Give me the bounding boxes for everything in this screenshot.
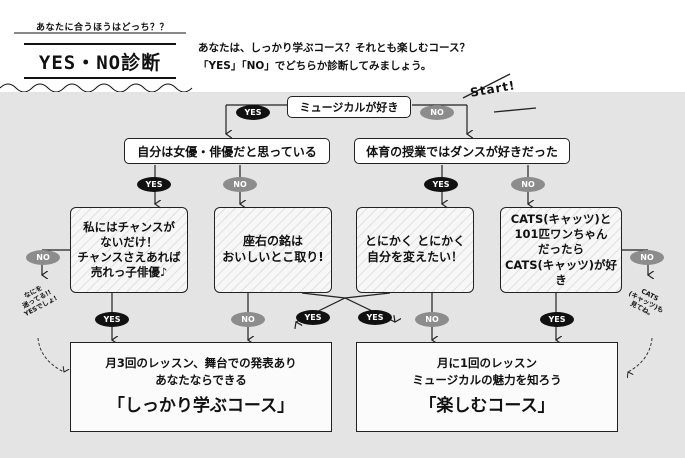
no-label-b3: NO — [415, 312, 449, 327]
box-cats-line: CATS(キャッツ)が好き — [504, 257, 618, 287]
result-fun-course: 月に1回のレッスン ミュージカルの魅力を知ろう 「楽しむコース」 — [356, 342, 618, 432]
box-cats-line: だったら — [538, 242, 584, 257]
result-fun-name: 「楽しむコース」 — [419, 395, 555, 416]
box-chance: 私にはチャンスが ないだけ！ チャンスさえあれば 売れっ子俳優♪ — [70, 207, 188, 293]
box-chance-line: ないだけ！ — [100, 234, 158, 249]
box-motto-line: おいしいとこ取り! — [222, 250, 324, 264]
box-cats-line: 101匹ワンちゃん — [514, 227, 608, 242]
box-chance-line: チャンスさえあれば — [77, 250, 181, 264]
box-change-line: 自分を変えたい！ — [366, 250, 463, 264]
no-label-q1: NO — [420, 105, 454, 120]
yes-label-b4: YES — [540, 312, 574, 327]
header-subtitle: あなたに合うほうはどっち？？ — [36, 23, 170, 33]
yes-label-b2: YES — [358, 310, 392, 325]
question-2: 自分は女優・俳優だと思っている — [124, 138, 330, 164]
yes-label-q3: YES — [424, 177, 458, 192]
page-title: YES・NO診断 — [38, 51, 162, 74]
box-cats-line: CATS(キャッツ)と — [510, 212, 612, 227]
no-label-q3: NO — [511, 177, 545, 192]
yes-label-b1: YES — [95, 312, 129, 327]
box-motto: 座右の銘は おいしいとこ取り! — [214, 207, 332, 293]
result-study-line-2: あなたならできる — [155, 373, 247, 388]
title-box: YES・NO診断 — [24, 43, 176, 79]
description-line-2: 「YES」「NO」でどちらか診断してみましょう。 — [198, 60, 432, 72]
box-change-line: とにかく とにかく — [364, 234, 466, 249]
result-study-line-1: 月3回のレッスン、舞台での発表あり — [105, 356, 297, 370]
result-study-course: 月3回のレッスン、舞台での発表あり あなたならできる 「しっかり学ぶコース」 — [70, 342, 332, 432]
box-chance-line: 私にはチャンスが — [83, 219, 175, 234]
result-study-name: 「しっかり学ぶコース」 — [107, 395, 295, 416]
no-label-b2: NO — [231, 312, 265, 327]
no-label-b1: NO — [26, 250, 60, 265]
yes-label-q2: YES — [137, 177, 171, 192]
question-1: ミュージカルが好き — [287, 96, 411, 118]
no-label-q2: NO — [223, 177, 257, 192]
box-motto-line: 座右の銘は — [242, 234, 303, 249]
box-chance-line: 売れっ子俳優♪ — [90, 265, 168, 280]
question-3: 体育の授業ではダンスが好きだった — [354, 138, 570, 164]
result-fun-line-2: ミュージカルの魅力を知ろう — [412, 373, 562, 388]
result-fun-line-1: 月に1回のレッスン — [436, 356, 537, 370]
header-area: あなたに合うほうはどっち？？ YES・NO診断 あなたは、しっかり学ぶコース？そ… — [0, 0, 685, 92]
yes-label-q1: YES — [236, 105, 270, 120]
box-change: とにかく とにかく 自分を変えたい！ — [356, 207, 474, 293]
box-cats: CATS(キャッツ)と 101匹ワンちゃん だったら CATS(キャッツ)が好き — [500, 207, 622, 293]
no-label-b4: NO — [630, 250, 664, 265]
description-line-1: あなたは、しっかり学ぶコース？それとも楽しむコース？ — [198, 42, 470, 54]
header-deco — [0, 32, 193, 92]
yes-label-b3: YES — [296, 310, 330, 325]
